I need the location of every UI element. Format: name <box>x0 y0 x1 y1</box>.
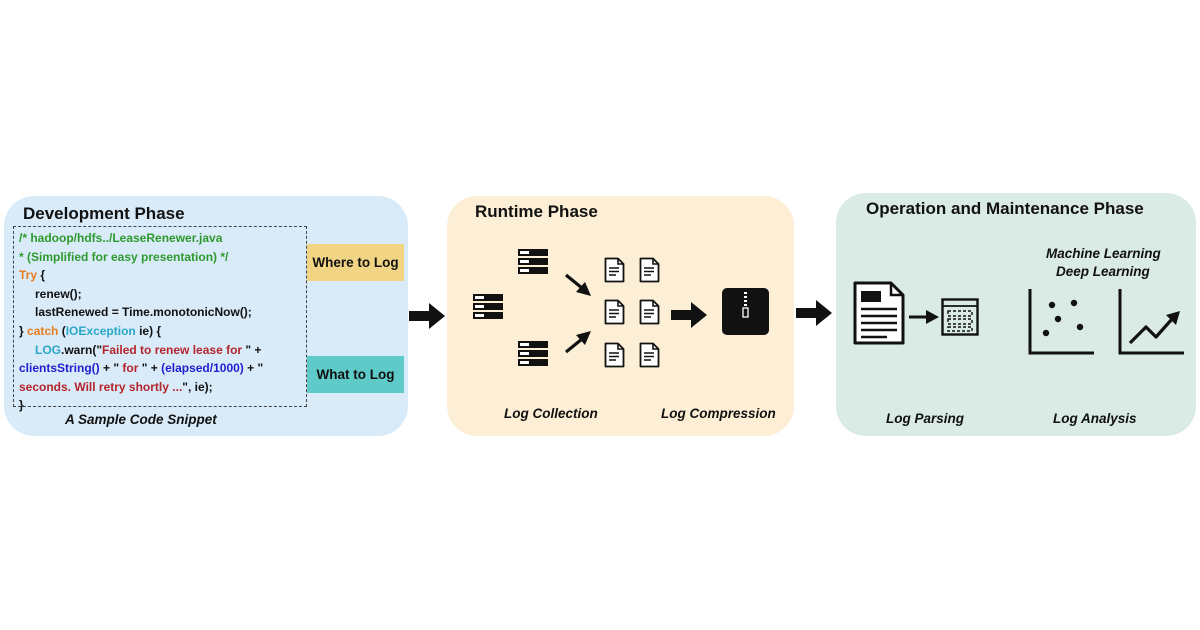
code-token: seconds. Will retry shortly ... <box>19 379 183 394</box>
document-icon <box>604 299 625 325</box>
code-token: /* hadoop/hdfs../LeaseRenewer.java <box>19 231 223 245</box>
log-analysis-caption: Log Analysis <box>1053 411 1137 426</box>
code-token: + " <box>243 361 264 376</box>
newspaper-icon <box>853 281 905 345</box>
code-token: " + <box>138 361 162 376</box>
code-line: Try { <box>19 266 301 285</box>
arrow-up-right-icon <box>564 331 591 354</box>
development-phase-panel: Development Phase /* hadoop/hdfs../Lease… <box>4 196 408 436</box>
server-icon <box>518 341 548 366</box>
code-token: (elapsed/1000) <box>161 361 244 376</box>
code-token: lastRenewed = Time.monotonicNow(); <box>35 305 252 320</box>
code-token: for <box>122 361 139 376</box>
code-line: * (Simplified for easy presentation) */ <box>19 248 301 267</box>
deep-learning-label: Deep Learning <box>1056 264 1150 279</box>
arrow-right-icon <box>796 300 832 326</box>
code-line: seconds. Will retry shortly ...", ie); <box>19 378 301 397</box>
code-snippet-caption: A Sample Code Snippet <box>65 412 217 427</box>
document-icon <box>639 299 660 325</box>
operation-maintenance-phase-panel: Operation and Maintenance Phase Machine … <box>836 193 1196 436</box>
code-line: clientsString() + " for " + (elapsed/100… <box>19 359 301 378</box>
machine-learning-label: Machine Learning <box>1046 246 1161 261</box>
scatter-plot-icon <box>1028 289 1094 355</box>
code-token: ", ie); <box>182 379 213 394</box>
code-token: Failed to renew lease for <box>102 342 243 357</box>
code-token: clientsString() <box>19 361 100 376</box>
where-to-log-label: Where to Log <box>307 244 404 281</box>
runtime-phase-panel: Runtime Phase Log Collection Log Compres… <box>447 196 794 436</box>
runtime-phase-title: Runtime Phase <box>475 202 598 221</box>
code-token: + " <box>99 361 123 376</box>
document-icon <box>639 257 660 283</box>
zip-archive-icon <box>722 288 769 335</box>
document-icon <box>604 257 625 283</box>
line-chart-icon <box>1118 289 1184 355</box>
arrow-right-icon <box>409 303 445 329</box>
arrow-right-icon <box>909 310 939 324</box>
log-parsing-caption: Log Parsing <box>886 411 965 426</box>
code-snippet: /* hadoop/hdfs../LeaseRenewer.java * (Sim… <box>13 226 307 412</box>
code-token: IOException <box>65 323 136 338</box>
what-to-log-label: What to Log <box>307 356 404 393</box>
code-line: LOG.warn("Failed to renew lease for " + <box>19 341 301 360</box>
development-phase-title: Development Phase <box>23 204 185 223</box>
log-collection-caption: Log Collection <box>504 406 598 421</box>
code-token: .warn(" <box>61 342 103 357</box>
code-line: renew(); <box>19 285 301 304</box>
code-line: } <box>19 396 301 415</box>
code-line: } catch (IOException ie) { <box>19 322 301 341</box>
code-token: LOG <box>35 342 61 357</box>
code-token: * (Simplified for easy presentation) */ <box>19 249 229 264</box>
document-icon <box>639 342 660 368</box>
code-token: } <box>19 398 24 413</box>
server-icon <box>473 294 503 319</box>
operation-maintenance-phase-title: Operation and Maintenance Phase <box>866 199 1144 218</box>
log-compression-caption: Log Compression <box>661 406 776 421</box>
code-token: ( <box>58 323 66 338</box>
code-token: { <box>37 268 46 283</box>
code-line: lastRenewed = Time.monotonicNow(); <box>19 303 301 322</box>
document-icon <box>604 342 625 368</box>
code-token: ie) { <box>135 323 162 338</box>
arrow-right-icon <box>671 302 707 328</box>
code-token: " + <box>242 342 262 357</box>
table-icon <box>941 298 979 336</box>
code-line: /* hadoop/hdfs../LeaseRenewer.java <box>19 229 301 248</box>
code-token: catch <box>27 323 59 338</box>
code-token: } <box>19 323 28 338</box>
server-icon <box>518 249 548 274</box>
code-token: renew(); <box>35 286 82 301</box>
code-token: Try <box>19 268 38 283</box>
arrow-down-right-icon <box>564 273 591 296</box>
